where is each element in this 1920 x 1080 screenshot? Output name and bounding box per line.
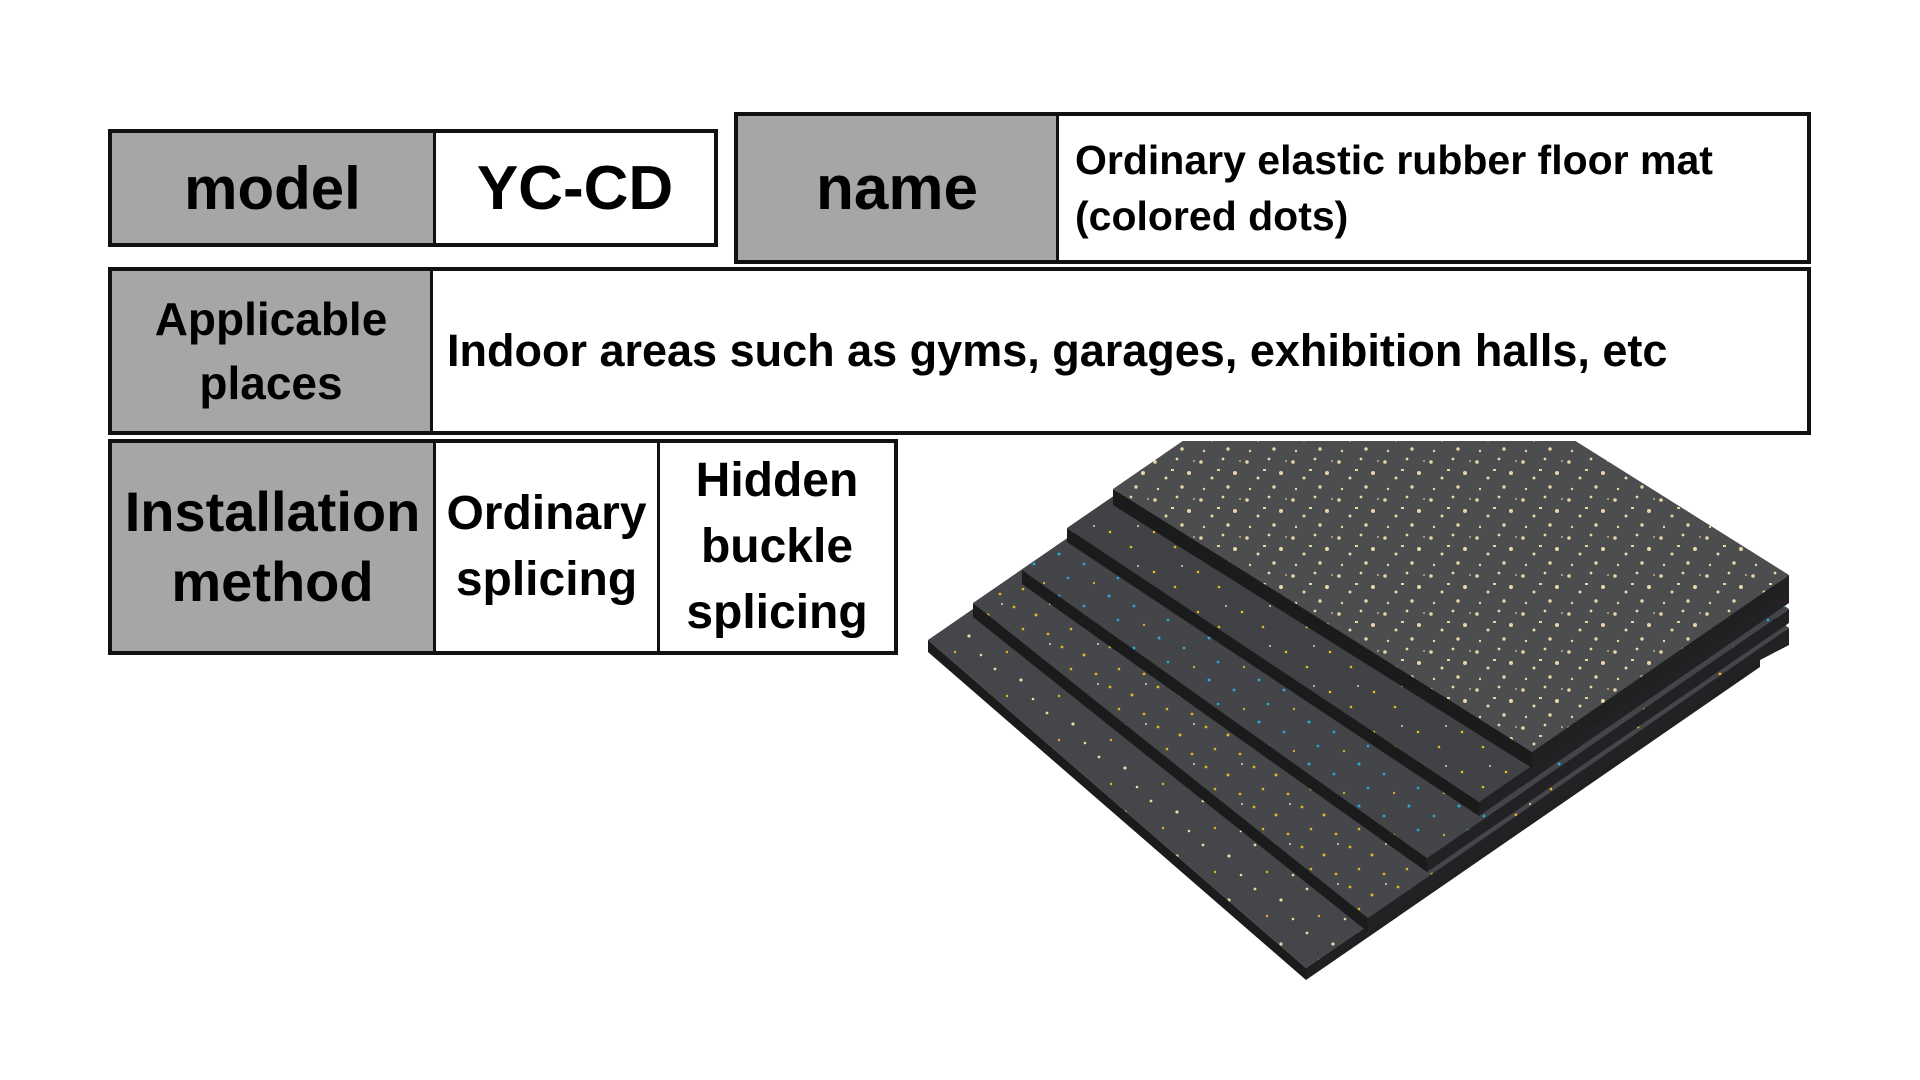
applicable-places-label: Applicable places — [112, 271, 430, 431]
applicable-places-value: Indoor areas such as gyms, garages, exhi… — [430, 271, 1807, 431]
installation-method-row: Installation method Ordinary splicing Hi… — [108, 439, 898, 655]
model-label: model — [112, 133, 433, 243]
name-value: Ordinary elastic rubber floor mat (color… — [1056, 116, 1807, 260]
name-row: name Ordinary elastic rubber floor mat (… — [734, 112, 1811, 264]
model-row: model YC-CD — [108, 129, 718, 247]
model-value: YC-CD — [433, 133, 714, 243]
applicable-places-row: Applicable places Indoor areas such as g… — [108, 267, 1811, 435]
installation-method-label: Installation method — [112, 443, 433, 651]
installation-option-hidden-buckle-splicing: Hidden buckle splicing — [657, 443, 894, 651]
name-label: name — [738, 116, 1056, 260]
installation-option-ordinary-splicing: Ordinary splicing — [433, 443, 657, 651]
